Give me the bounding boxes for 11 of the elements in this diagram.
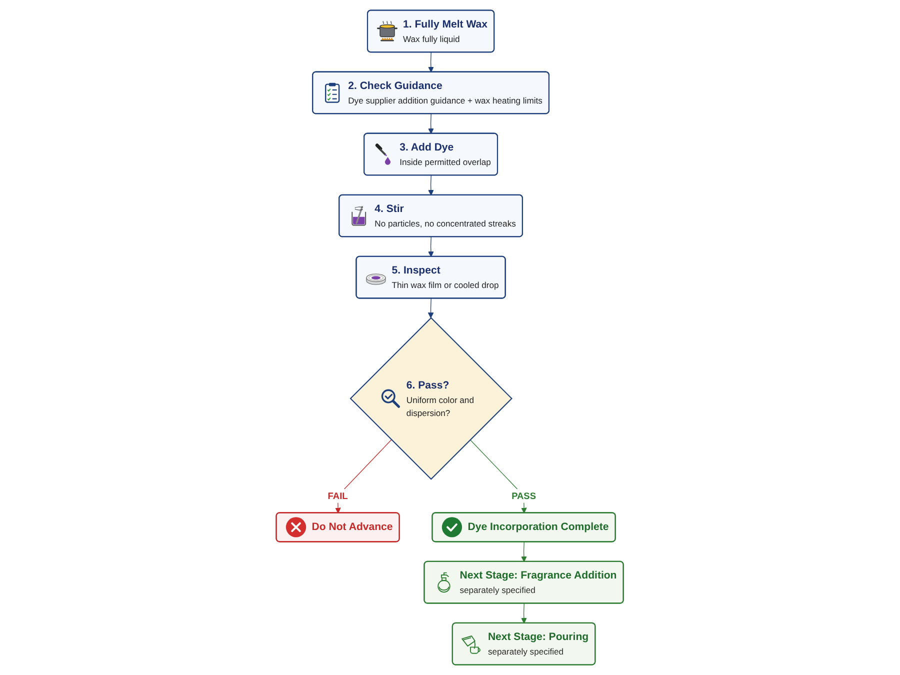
arrow	[428, 298, 434, 318]
edge-label: FAIL	[328, 490, 348, 501]
arrow	[428, 236, 434, 257]
arrow	[335, 439, 392, 514]
arrow	[521, 603, 528, 624]
arrow	[428, 52, 434, 72]
arrow	[428, 114, 434, 134]
arrow	[521, 542, 528, 562]
node-diamond: 6. Pass? Uniform color and dispersion?	[350, 317, 513, 480]
arrow	[428, 175, 434, 196]
edge-label: PASS	[512, 490, 536, 501]
